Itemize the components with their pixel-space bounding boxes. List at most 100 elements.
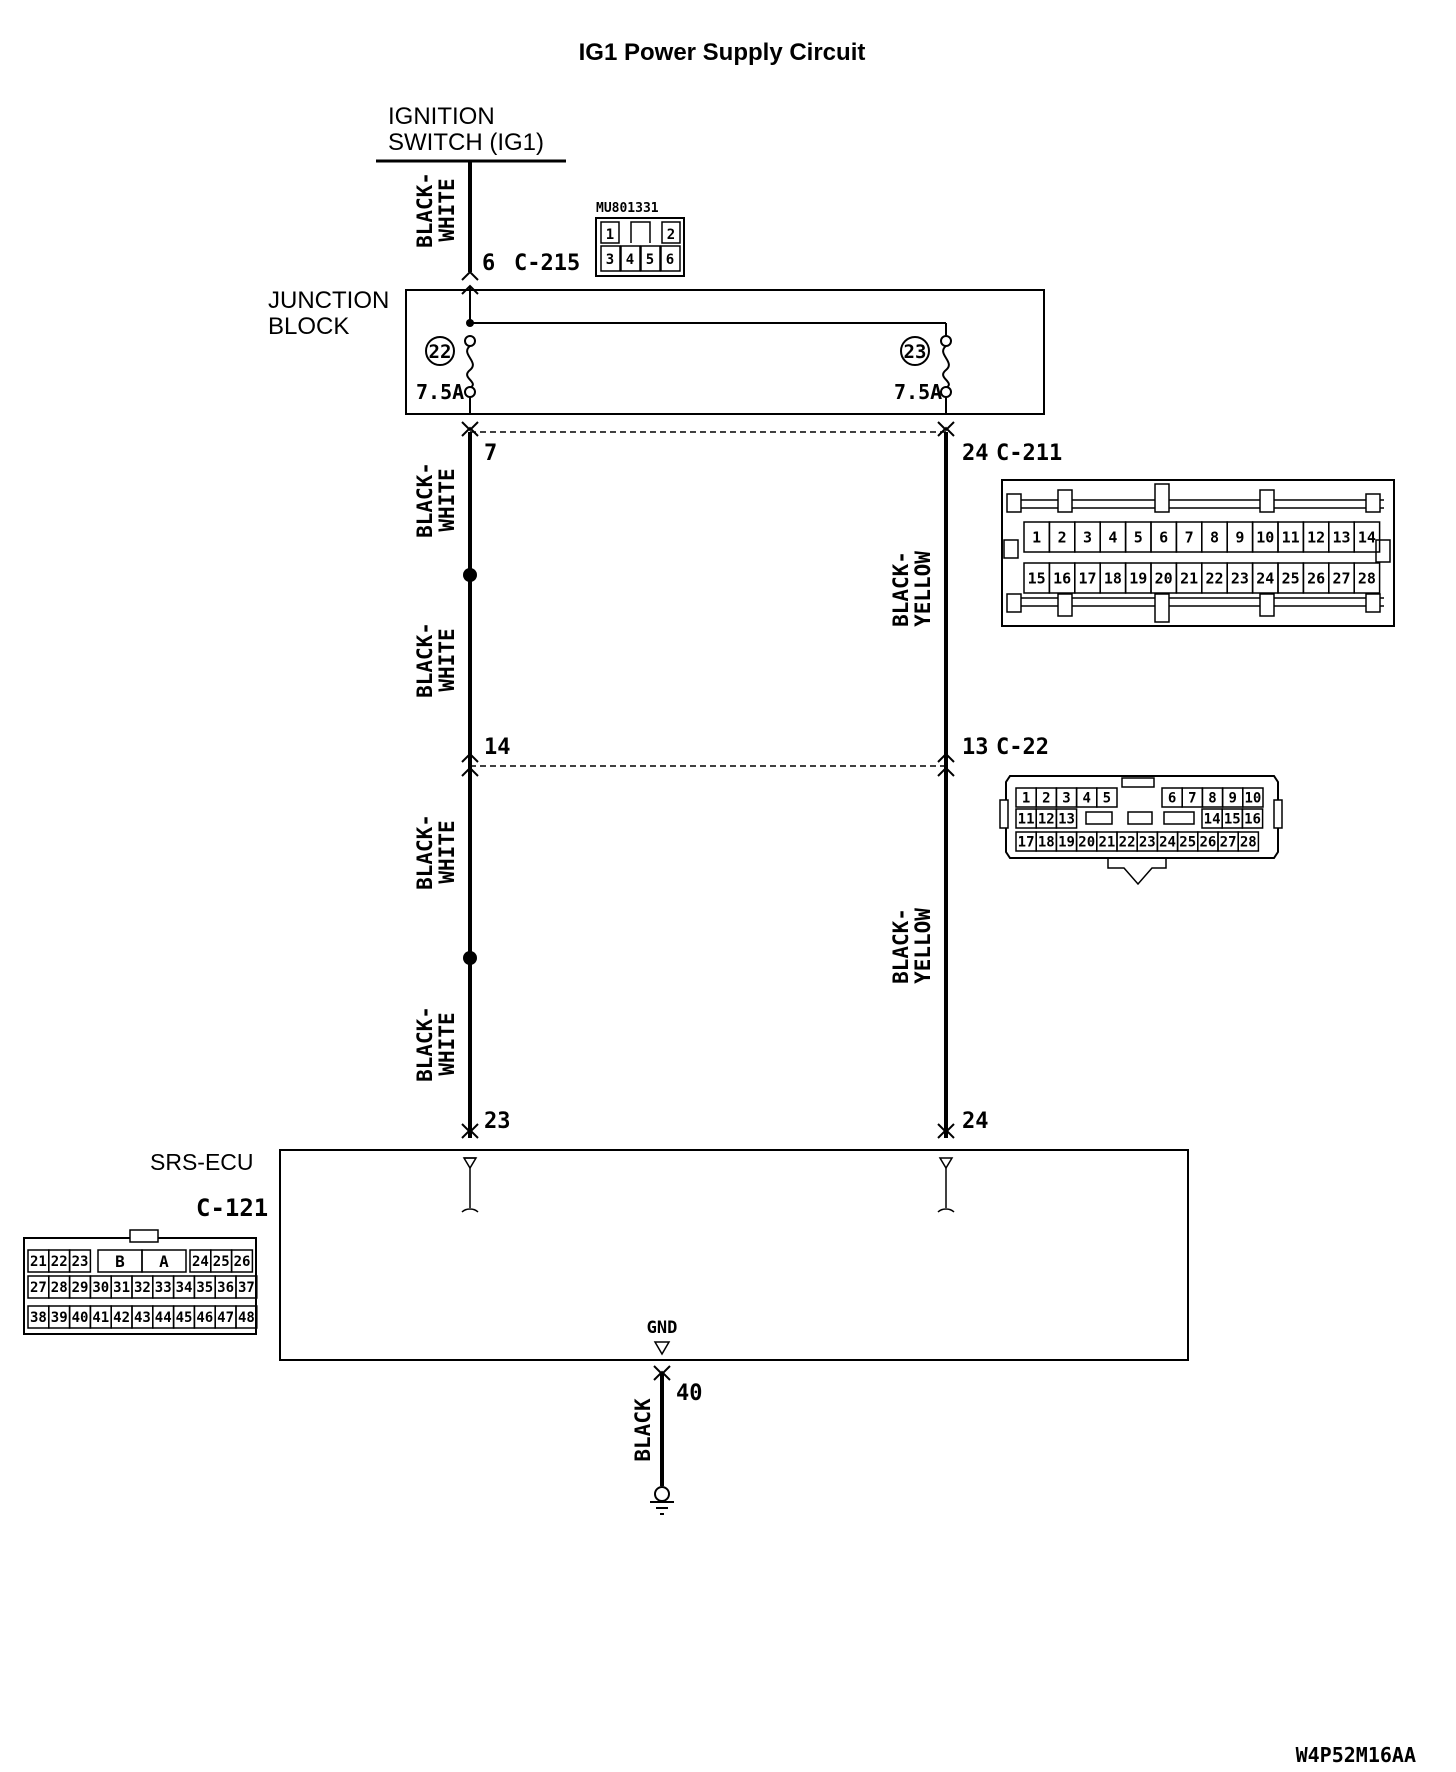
svg-text:22: 22 [429, 341, 452, 363]
connector-pin-label: 31 [113, 1280, 130, 1296]
connector-pin-label: 2 [1042, 791, 1050, 807]
wire-color-label-left-1: BLACK- WHITE [413, 462, 459, 538]
connector-pin-label: 12 [1038, 812, 1055, 828]
connector-pin-label: 18 [1104, 569, 1122, 587]
svg-text:WHITE: WHITE [435, 628, 459, 691]
terminal-c215-pin: 6 [482, 251, 495, 276]
terminal-ecu-right: 24 [962, 1109, 989, 1134]
svg-text:YELLOW: YELLOW [911, 908, 935, 984]
connector-pin-label: 20 [1155, 569, 1173, 587]
terminal-left-mid: 14 [484, 735, 511, 760]
connector-c215-diagram: MU801331 1 2 3 4 5 6 [595, 201, 685, 277]
connector-pin-label: 42 [113, 1310, 130, 1326]
connector-pin-label: 39 [51, 1310, 68, 1326]
svg-text:BLACK-: BLACK- [413, 814, 437, 890]
connector-pin-label: 17 [1018, 835, 1035, 851]
connector-pin-label: 30 [92, 1280, 109, 1296]
connector-arrow-c215 [461, 270, 479, 281]
svg-text:YELLOW: YELLOW [911, 551, 935, 627]
terminal-ecu-left: 23 [484, 1109, 511, 1134]
connector-pin-label: 27 [1220, 835, 1237, 851]
connector-pin-label: 15 [1028, 569, 1046, 587]
svg-text:BLACK-: BLACK- [889, 908, 913, 984]
connector-pin-label: 14 [1358, 528, 1376, 546]
connector-pin-label: 25 [1282, 569, 1300, 587]
wire-color-label-top: BLACK- WHITE [413, 172, 459, 248]
srs-ecu-label: SRS-ECU [150, 1149, 254, 1175]
wire-color-label-left-3: BLACK- WHITE [413, 814, 459, 890]
junction-block-box [405, 289, 1045, 415]
connector-pin-label: 20 [1078, 835, 1095, 851]
connector-pin-label: 10 [1244, 791, 1261, 807]
terminal-c22-pin: 13 [962, 735, 989, 760]
connector-pin-label: 18 [1038, 835, 1055, 851]
connector-pin-label: 25 [1179, 835, 1196, 851]
terminal-jb-left-out: 7 [484, 441, 497, 466]
connector-pin-label: 27 [1332, 569, 1350, 587]
connector-pin-label: 16 [1053, 569, 1071, 587]
connector-pin-label: 32 [134, 1280, 151, 1296]
ignition-switch-label-2: SWITCH (IG1) [388, 129, 544, 156]
connector-c215-label: C-215 [514, 251, 580, 276]
connector-pin-label: 22 [51, 1254, 68, 1270]
connector-pin-label: 21 [1180, 569, 1198, 587]
svg-text:WHITE: WHITE [435, 1012, 459, 1075]
connector-pin-label: 48 [238, 1310, 255, 1326]
gnd-label: GND [647, 1318, 678, 1338]
connector-pin-label: 23 [72, 1254, 89, 1270]
junction-block-label-1: JUNCTION [268, 287, 389, 314]
connector-pin-label: 33 [155, 1280, 172, 1296]
connector-pin-label: 12 [1307, 528, 1325, 546]
diagram-title: IG1 Power Supply Circuit [579, 39, 866, 66]
svg-text:2: 2 [667, 227, 675, 243]
connector-pin-label: 41 [92, 1310, 109, 1326]
svg-text:7.5A: 7.5A [416, 380, 464, 404]
connector-pin-label: 5 [1103, 791, 1111, 807]
svg-text:5: 5 [646, 252, 654, 268]
connector-pin-label: 9 [1228, 791, 1236, 807]
splice-upper [463, 568, 477, 582]
connector-pin-label: 11 [1018, 812, 1035, 828]
connector-pin-label: 15 [1224, 812, 1241, 828]
connector-c211-label: C-211 [996, 441, 1062, 466]
connector-pin-label: 8 [1210, 528, 1219, 546]
connector-pin-label: 3 [1083, 528, 1092, 546]
connector-pin-label: 47 [217, 1310, 234, 1326]
connector-pin-label: 37 [238, 1280, 255, 1296]
svg-text:BLACK-: BLACK- [413, 462, 437, 538]
connector-pin-label: 17 [1078, 569, 1096, 587]
svg-text:7.5A: 7.5A [894, 380, 942, 404]
connector-pin-label: 13 [1058, 812, 1075, 828]
wire-color-label-right-2: BLACK- YELLOW [889, 908, 935, 984]
svg-text:1: 1 [606, 227, 614, 243]
connector-pin-label: 7 [1185, 528, 1194, 546]
terminal-ground-pin: 40 [676, 1381, 703, 1406]
connector-pin-label: 45 [176, 1310, 193, 1326]
connector-pin-label: 1 [1022, 791, 1030, 807]
wire-color-label-right-1: BLACK- YELLOW [889, 551, 935, 627]
fuse-23: 23 7.5A [894, 335, 952, 404]
connector-pin-label: A [159, 1252, 169, 1271]
connector-pin-label: 14 [1204, 812, 1221, 828]
connector-pin-label: 28 [51, 1280, 68, 1296]
wire-color-label-left-2: BLACK- WHITE [413, 622, 459, 698]
connector-pin-label: 6 [1159, 528, 1168, 546]
ground-icon [650, 1486, 674, 1515]
figure-code: W4P52M16AA [1296, 1743, 1416, 1767]
connector-pin-label: 4 [1108, 528, 1117, 546]
connector-pin-label: 11 [1282, 528, 1300, 546]
connector-pin-label: 13 [1332, 528, 1350, 546]
connector-pin-label: 26 [1199, 835, 1216, 851]
svg-text:MU801331: MU801331 [596, 201, 659, 216]
connector-c121-label: C-121 [196, 1194, 268, 1222]
connector-pin-label: 28 [1358, 569, 1376, 587]
svg-text:WHITE: WHITE [435, 820, 459, 883]
connector-pin-label: 36 [217, 1280, 234, 1296]
connector-c22-label: C-22 [996, 735, 1049, 760]
connector-pin-label: B [115, 1252, 125, 1271]
connector-pin-label: 27 [30, 1280, 47, 1296]
svg-text:23: 23 [904, 341, 927, 363]
